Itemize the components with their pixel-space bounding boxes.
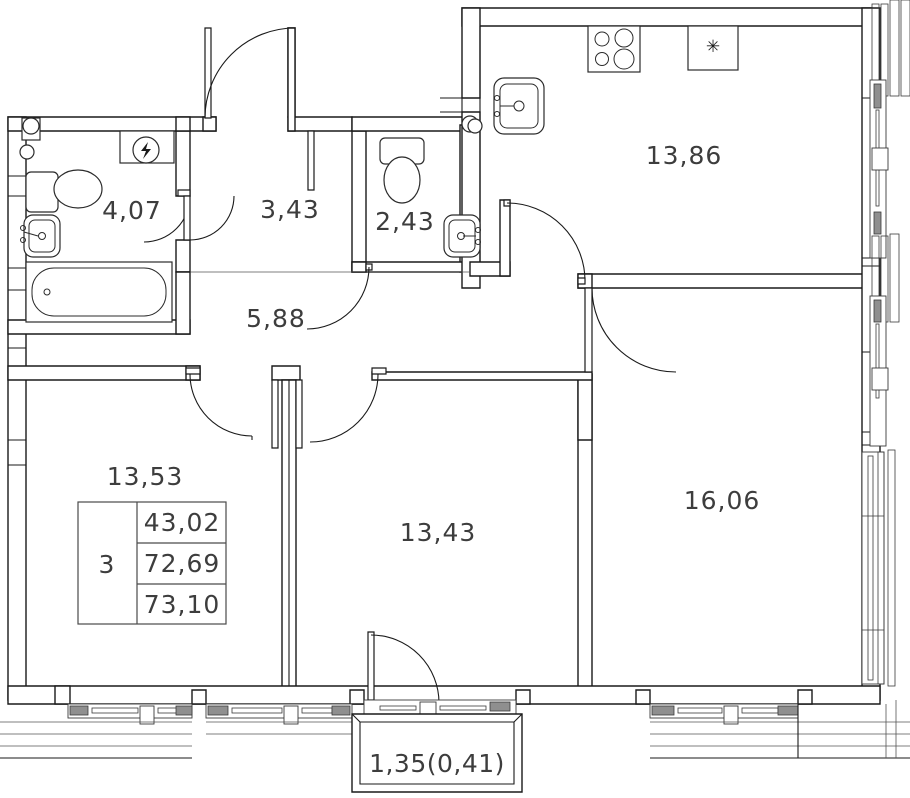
refrigerator-icon: ✳ — [687, 25, 739, 71]
wall-structure — [7, 7, 881, 705]
wc-door-arc — [306, 266, 370, 330]
area-label-corridor: 3,43 — [260, 195, 320, 224]
kitchen-stove-icon — [587, 25, 641, 73]
bedroom-mid-door-arc — [309, 373, 379, 443]
toilet-wc-icon — [379, 137, 425, 204]
entrance-door-leaf — [204, 27, 212, 119]
bedroom-left-door-leaf — [185, 367, 201, 375]
kitchen-sink-icon — [493, 77, 545, 135]
area-label-balcony: 1,35(0,41) — [369, 749, 505, 778]
entrance-door-arc — [204, 27, 296, 119]
living-area: 43,02 — [144, 508, 221, 537]
plumbing-fixtures: ✳ — [19, 25, 739, 323]
washbasin-wc-icon — [443, 214, 481, 258]
balcony-door-leaf — [367, 631, 375, 701]
window-bottom-mid-left — [205, 703, 353, 735]
balcony-door-arc — [370, 634, 440, 704]
area-label-bedroom-left: 13,53 — [107, 462, 184, 491]
windows — [0, 0, 910, 759]
total-area: 72,69 — [144, 549, 221, 578]
balcony-door-glazing — [363, 699, 517, 723]
kitchen-door-arc — [506, 202, 586, 282]
window-right-living-lower — [861, 449, 896, 687]
area-label-bedroom-mid: 13,43 — [400, 518, 477, 547]
apartment-info-box — [77, 501, 227, 625]
window-right-kitchen — [869, 79, 889, 259]
total-area-with-balcony: 73,10 — [144, 590, 221, 619]
washbasin-bathroom-icon — [20, 214, 61, 258]
area-labels: 4,07 3,43 2,43 13,86 5,88 13,53 13,43 16… — [102, 141, 761, 778]
bedroom-left-door-arc — [189, 373, 253, 437]
interior-doors — [185, 130, 440, 704]
bedroom-mid-door-leaf — [371, 367, 387, 375]
bathtub-icon — [25, 261, 173, 323]
area-label-hall: 5,88 — [246, 304, 306, 333]
area-label-kitchen: 13,86 — [646, 141, 723, 170]
area-label-living-room: 16,06 — [684, 486, 761, 515]
window-bottom-left — [0, 703, 193, 759]
bathroom-door-leaf — [183, 195, 191, 241]
area-label-wc: 2,43 — [375, 207, 435, 236]
svg-text:✳: ✳ — [706, 37, 720, 57]
electrical-panel-icon — [119, 130, 175, 164]
riser-pipes-icon — [19, 117, 41, 160]
info-box-values: 3 43,02 72,69 73,10 — [99, 508, 221, 619]
window-bottom-right — [649, 703, 910, 759]
area-label-bathroom: 4,07 — [102, 196, 162, 225]
window-right-living-upper — [869, 295, 889, 447]
balcony-outline — [351, 713, 523, 793]
toilet-bathroom-icon — [25, 169, 103, 213]
rooms-count: 3 — [99, 550, 116, 579]
living-door-leaf — [584, 287, 593, 373]
